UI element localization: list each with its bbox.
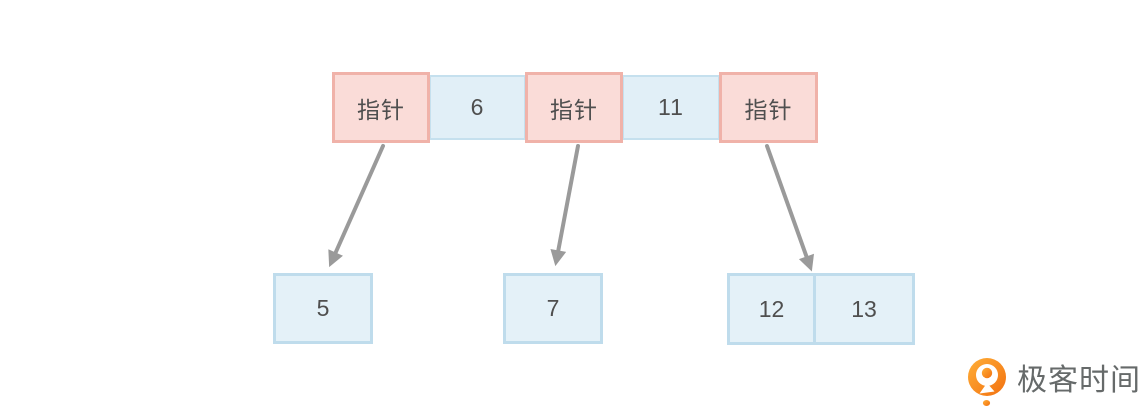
node-cell-key-6: 6 <box>429 75 526 140</box>
child-value: 13 <box>851 295 877 322</box>
child-node-5: 5 <box>273 273 373 344</box>
node-cell-pointer-1: 指针 <box>332 72 430 143</box>
child-node-7: 7 <box>503 273 603 344</box>
node-cell-pointer-2: 指针 <box>525 72 623 143</box>
geektime-logo-icon <box>968 358 1006 406</box>
pointer-label: 指针 <box>357 96 405 123</box>
node-cell-pointer-3: 指针 <box>719 72 818 143</box>
child-value: 12 <box>758 295 785 322</box>
pointer-label: 指针 <box>550 96 598 123</box>
child-node-13: 13 <box>813 273 915 345</box>
child-value: 5 <box>316 295 330 321</box>
pointer-label: 指针 <box>744 96 793 123</box>
child-node-12: 12 <box>727 273 816 345</box>
brand-name: 极客时间 <box>1017 364 1141 397</box>
geektime-watermark: 极客时间 <box>966 355 1141 407</box>
pointer-arrow-left <box>328 144 385 268</box>
node-cell-key-11: 11 <box>622 75 720 140</box>
pointer-arrow-right <box>765 144 814 272</box>
key-label: 11 <box>658 94 684 120</box>
pointer-arrow-middle <box>550 144 580 267</box>
child-value: 7 <box>546 295 560 321</box>
key-label: 6 <box>470 94 485 120</box>
